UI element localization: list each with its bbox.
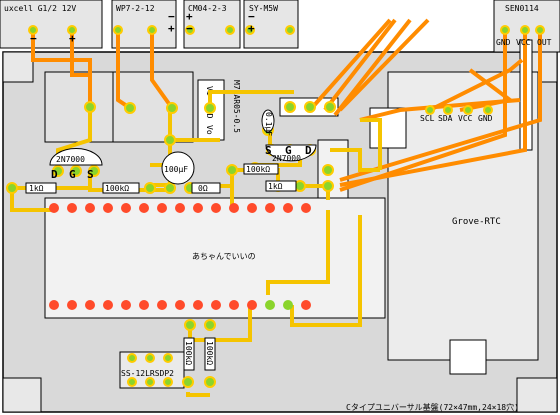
- sen-pin-out: OUT: [537, 38, 552, 47]
- label-switch: SS-12LRSDP2: [121, 369, 174, 378]
- transistor-2: [265, 144, 317, 162]
- sen-pin-vcc: VCC: [516, 38, 531, 47]
- sy-plus: +: [248, 22, 255, 35]
- label-r100k-2: 100kΩ: [246, 165, 270, 174]
- label-sy: SY-M5W: [249, 4, 278, 13]
- resistor-100k-2: [243, 163, 279, 175]
- label-r1k-2: 1kΩ: [268, 182, 283, 191]
- resistor-v2: [204, 337, 216, 371]
- grove-pin-vcc: VCC: [458, 114, 473, 123]
- wp7-plus: +: [168, 22, 175, 35]
- label-cap: 100μF: [164, 165, 188, 174]
- t1-pin-g: G: [69, 168, 76, 181]
- label-r100k-1: 100kΩ: [105, 184, 129, 193]
- label-board: Cタイプユニバーサル基盤(72×47mm,24×18穴): [346, 402, 519, 412]
- label-regulator: M78AR05-0.5: [232, 80, 241, 133]
- capacitor-100uf: [161, 151, 195, 185]
- cm04-plus: +: [186, 10, 193, 23]
- uxcell-plus: +: [69, 32, 76, 45]
- module-uxcell: [0, 0, 103, 49]
- mcu-bottom-pads: [49, 300, 311, 310]
- grove-pin-gnd: GND: [478, 114, 493, 123]
- module-cm04: [183, 0, 241, 49]
- grove-pin-sda: SDA: [438, 114, 453, 123]
- t1-pin-d: D: [51, 168, 58, 181]
- module-wp7: [111, 0, 177, 49]
- grove-battery: [449, 339, 487, 375]
- sy-minus: −: [248, 10, 255, 23]
- t2-pin-g: G: [285, 144, 292, 157]
- corner-hole: [516, 377, 558, 413]
- cm04-minus: −: [186, 22, 193, 35]
- resistor-v1: [183, 337, 195, 371]
- resistor-0: [191, 182, 221, 194]
- label-t2: 2N7000: [272, 154, 301, 163]
- label-wp7: WP7-2-12: [116, 4, 155, 13]
- t1-pin-s: S: [87, 168, 94, 181]
- t2-pin-d: D: [305, 144, 312, 157]
- t2-pin-s: S: [265, 144, 272, 157]
- label-sen0114: SEN0114: [505, 4, 539, 13]
- label-r0: 0Ω: [198, 184, 208, 193]
- reg-pin-vo: Vo: [205, 125, 214, 135]
- wp7-minus: −: [168, 10, 175, 23]
- label-r-v1: 100kΩ: [184, 341, 193, 365]
- label-uxcell: uxcell G1/2 12V: [4, 4, 76, 13]
- label-r-v2: 100kΩ: [205, 341, 214, 365]
- corner-hole: [2, 377, 42, 413]
- label-cap-small: 0.1μF: [264, 112, 273, 136]
- transistor-1: [49, 147, 103, 166]
- resistor-100k-1: [102, 182, 140, 194]
- uxcell-minus: −: [30, 32, 37, 45]
- resistor-1k-2: [265, 180, 297, 192]
- label-mcu: あちゃんでいいの: [192, 252, 256, 261]
- grove-pin-scl: SCL: [420, 114, 435, 123]
- label-t1: 2N7000: [56, 155, 85, 164]
- capacitor-0-1uf: [261, 109, 275, 133]
- resistor-1k-1: [25, 182, 57, 194]
- module-grove-rtc: [387, 71, 539, 361]
- label-r1k-1: 1kΩ: [29, 184, 44, 193]
- corner-hole: [2, 51, 34, 83]
- sen-pin-gnd: GND: [496, 38, 511, 47]
- mcu-top-pads: [49, 203, 311, 213]
- label-cm04: CM04-2-3: [188, 4, 227, 13]
- block-left: [44, 71, 114, 143]
- module-sy: [243, 0, 299, 49]
- label-grove: Grove-RTC: [452, 217, 501, 227]
